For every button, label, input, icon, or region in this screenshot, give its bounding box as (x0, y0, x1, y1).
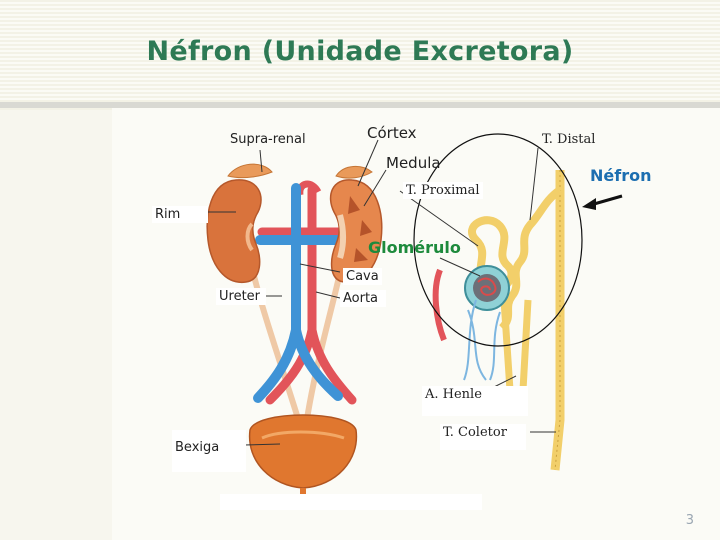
collecting-duct-outline (554, 170, 561, 471)
adrenal-left (227, 163, 273, 179)
header-stripes (0, 0, 720, 110)
label-aorta: Aorta (340, 290, 386, 307)
label-supra-renal: Supra-renal (230, 132, 306, 147)
kidney-right-pelvis (337, 214, 346, 259)
peritubular-capillaries (463, 299, 501, 381)
bladder-highlight (261, 430, 345, 440)
label-rim: Rim (152, 206, 208, 223)
glomerulus-capillaries (477, 277, 497, 296)
label-bexiga: Bexiga (172, 430, 246, 472)
urinary-system (206, 163, 383, 500)
leader-aorta (315, 291, 341, 299)
leader-lines (208, 139, 556, 446)
bladder (248, 414, 358, 489)
leader-glomerulo (439, 257, 481, 277)
page-title: Néfron (Unidade Excretora) (146, 36, 574, 67)
caption-blank (220, 494, 482, 510)
label-medula: Medula (386, 154, 441, 172)
leader-medula (363, 169, 387, 207)
proximal-tubule (468, 216, 516, 296)
label-glomerulo: Glomérulo (368, 238, 461, 257)
label-t-distal: T. Distal (542, 132, 596, 147)
nephron-outline (413, 133, 583, 347)
label-t-proximal: T. Proximal (403, 182, 483, 199)
distal-tubule (498, 186, 563, 331)
leader-cortex (357, 139, 379, 187)
vena-cava (253, 183, 350, 403)
label-nefron: Néfron (590, 166, 652, 185)
kidney-right-medulla (348, 196, 372, 262)
afferent-arteriole (432, 268, 447, 342)
title-rule (0, 102, 720, 108)
leader-bexiga (243, 443, 281, 446)
label-a-henle: A. Henle (422, 386, 528, 416)
aorta (257, 185, 357, 405)
leader-t-proximal (399, 190, 479, 247)
leader-t-distal (529, 147, 539, 221)
label-t-coletor: T. Coletor (440, 424, 526, 450)
adrenal-right (335, 166, 373, 179)
loop-of-henle (500, 299, 532, 403)
nefron-arrow (593, 194, 623, 206)
label-cava: Cava (343, 268, 382, 285)
page-number: 3 (685, 513, 694, 528)
nefron-arrowhead (582, 198, 596, 210)
leader-cava (299, 263, 341, 273)
kidney-left (206, 179, 262, 283)
label-ureter: Ureter (216, 288, 266, 305)
leader-supra-renal (259, 149, 263, 173)
kidney-left-hilum (245, 222, 254, 252)
label-cortex: Córtex (367, 124, 417, 142)
